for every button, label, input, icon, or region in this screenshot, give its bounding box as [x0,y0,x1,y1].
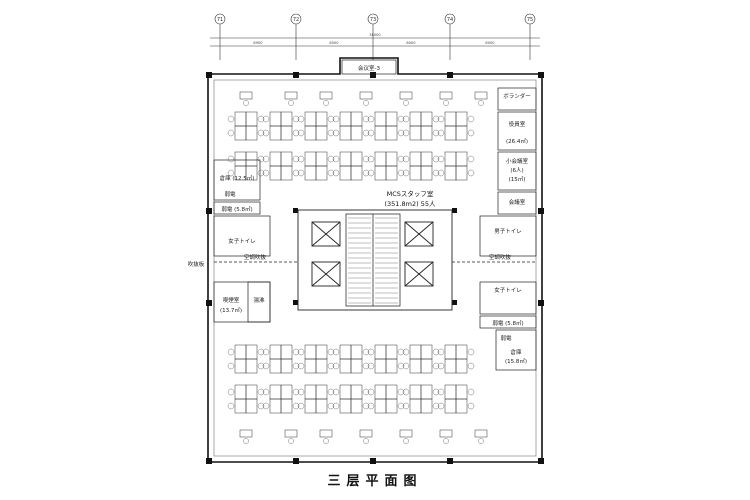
small-meeting-room [497,151,537,191]
dimension-seg-2: 8000 [329,41,339,45]
axis-bubble-71 [214,13,226,25]
label-mens-wc: 男子トイレ [494,228,522,235]
exec-office-room [497,111,537,151]
womens-wc-nw-room [213,215,271,257]
workstation-desks [234,91,488,438]
elevator-shaft-3 [404,221,434,247]
meeting-room-3 [341,59,397,75]
label-stair-room-area: (13.7㎡) [220,306,242,314]
label-storage-se: 倉庫 [510,348,522,356]
label-pantry: ボランダー [503,92,531,100]
axis-bubble-73 [367,13,379,25]
label-corridor-note-left: 吹抜板 [188,260,205,268]
axis-label-71: 71 [217,17,223,23]
outer-wall [207,57,543,463]
axis-label-72: 72 [293,17,299,23]
axis-bubble-74 [444,13,456,25]
workstation-chairs [227,100,484,444]
label-staff-room: MCSスタッフ室 [387,189,434,198]
label-elec-se: 弱電 [500,335,512,342]
axis-label-74: 74 [447,17,453,23]
dimension-seg-1: 8900 [253,41,263,45]
label-womens-wc-nw: 女子トイレ [228,237,256,245]
elevator-shaft-1 [311,221,341,247]
floor-plan-drawing: 71 72 73 74 75 38000 8900 8000 8000 8000 [188,13,544,464]
inner-wall-line [213,79,537,457]
label-small-meeting-cap: (6人) [510,167,523,174]
elevator-shaft-4 [404,261,434,287]
axis-bubble-75 [524,13,536,25]
label-stair-room: 喫煙室 [223,296,240,304]
label-elec-w: 弱電 (5.8㎡) [221,205,252,213]
stairs [345,213,401,307]
label-corridor-note-w: 空調吹抜 [244,253,267,261]
pantry-room [497,87,537,111]
ne-meeting-room [497,191,537,215]
label-corridor-note-e: 空調吹抜 [489,253,512,261]
label-womens-wc-se: 女子トイレ [494,286,522,294]
kitchen-room [247,281,271,323]
drawing-title: 三层平面图 [327,474,423,489]
label-exec-office-area: (26.4㎡) [506,137,528,145]
label-small-meeting-area: (15㎡) [509,175,526,183]
elec-e-room [479,315,537,329]
storage-se-room [495,329,537,371]
label-meeting-room-3: 会议室-3 [358,64,380,72]
label-staff-room-area: (351.8m2) 55人 [385,200,436,208]
structural-columns [206,72,544,464]
dimension-seg-3: 8000 [406,41,416,45]
axis-label-73: 73 [370,17,376,23]
label-elec-e: 弱電 (5.8㎡) [492,319,523,327]
dimension-total: 38000 [369,33,381,37]
elevator-shaft-2 [311,261,341,287]
label-exec-office: 役員室 [509,120,526,128]
mens-wc-room [479,215,537,257]
elec-w-room [213,201,261,215]
womens-wc-se-room [479,281,537,315]
label-storage-nw: 倉庫 (12.5㎡) [220,174,255,182]
label-small-meeting: 小会議室 [506,157,529,165]
axis-label-75: 75 [527,17,533,23]
storage-nw-room [213,159,261,201]
label-kitchen: 湯沸 [253,296,265,304]
axis-bubble-72 [290,13,302,25]
label-ne-meeting: 会議室 [509,198,526,206]
building-core [297,209,453,311]
dimension-seg-4: 8000 [485,41,495,45]
label-storage-se-area: (15.8㎡) [505,357,527,365]
label-elec-nw: 弱電 [224,191,236,198]
